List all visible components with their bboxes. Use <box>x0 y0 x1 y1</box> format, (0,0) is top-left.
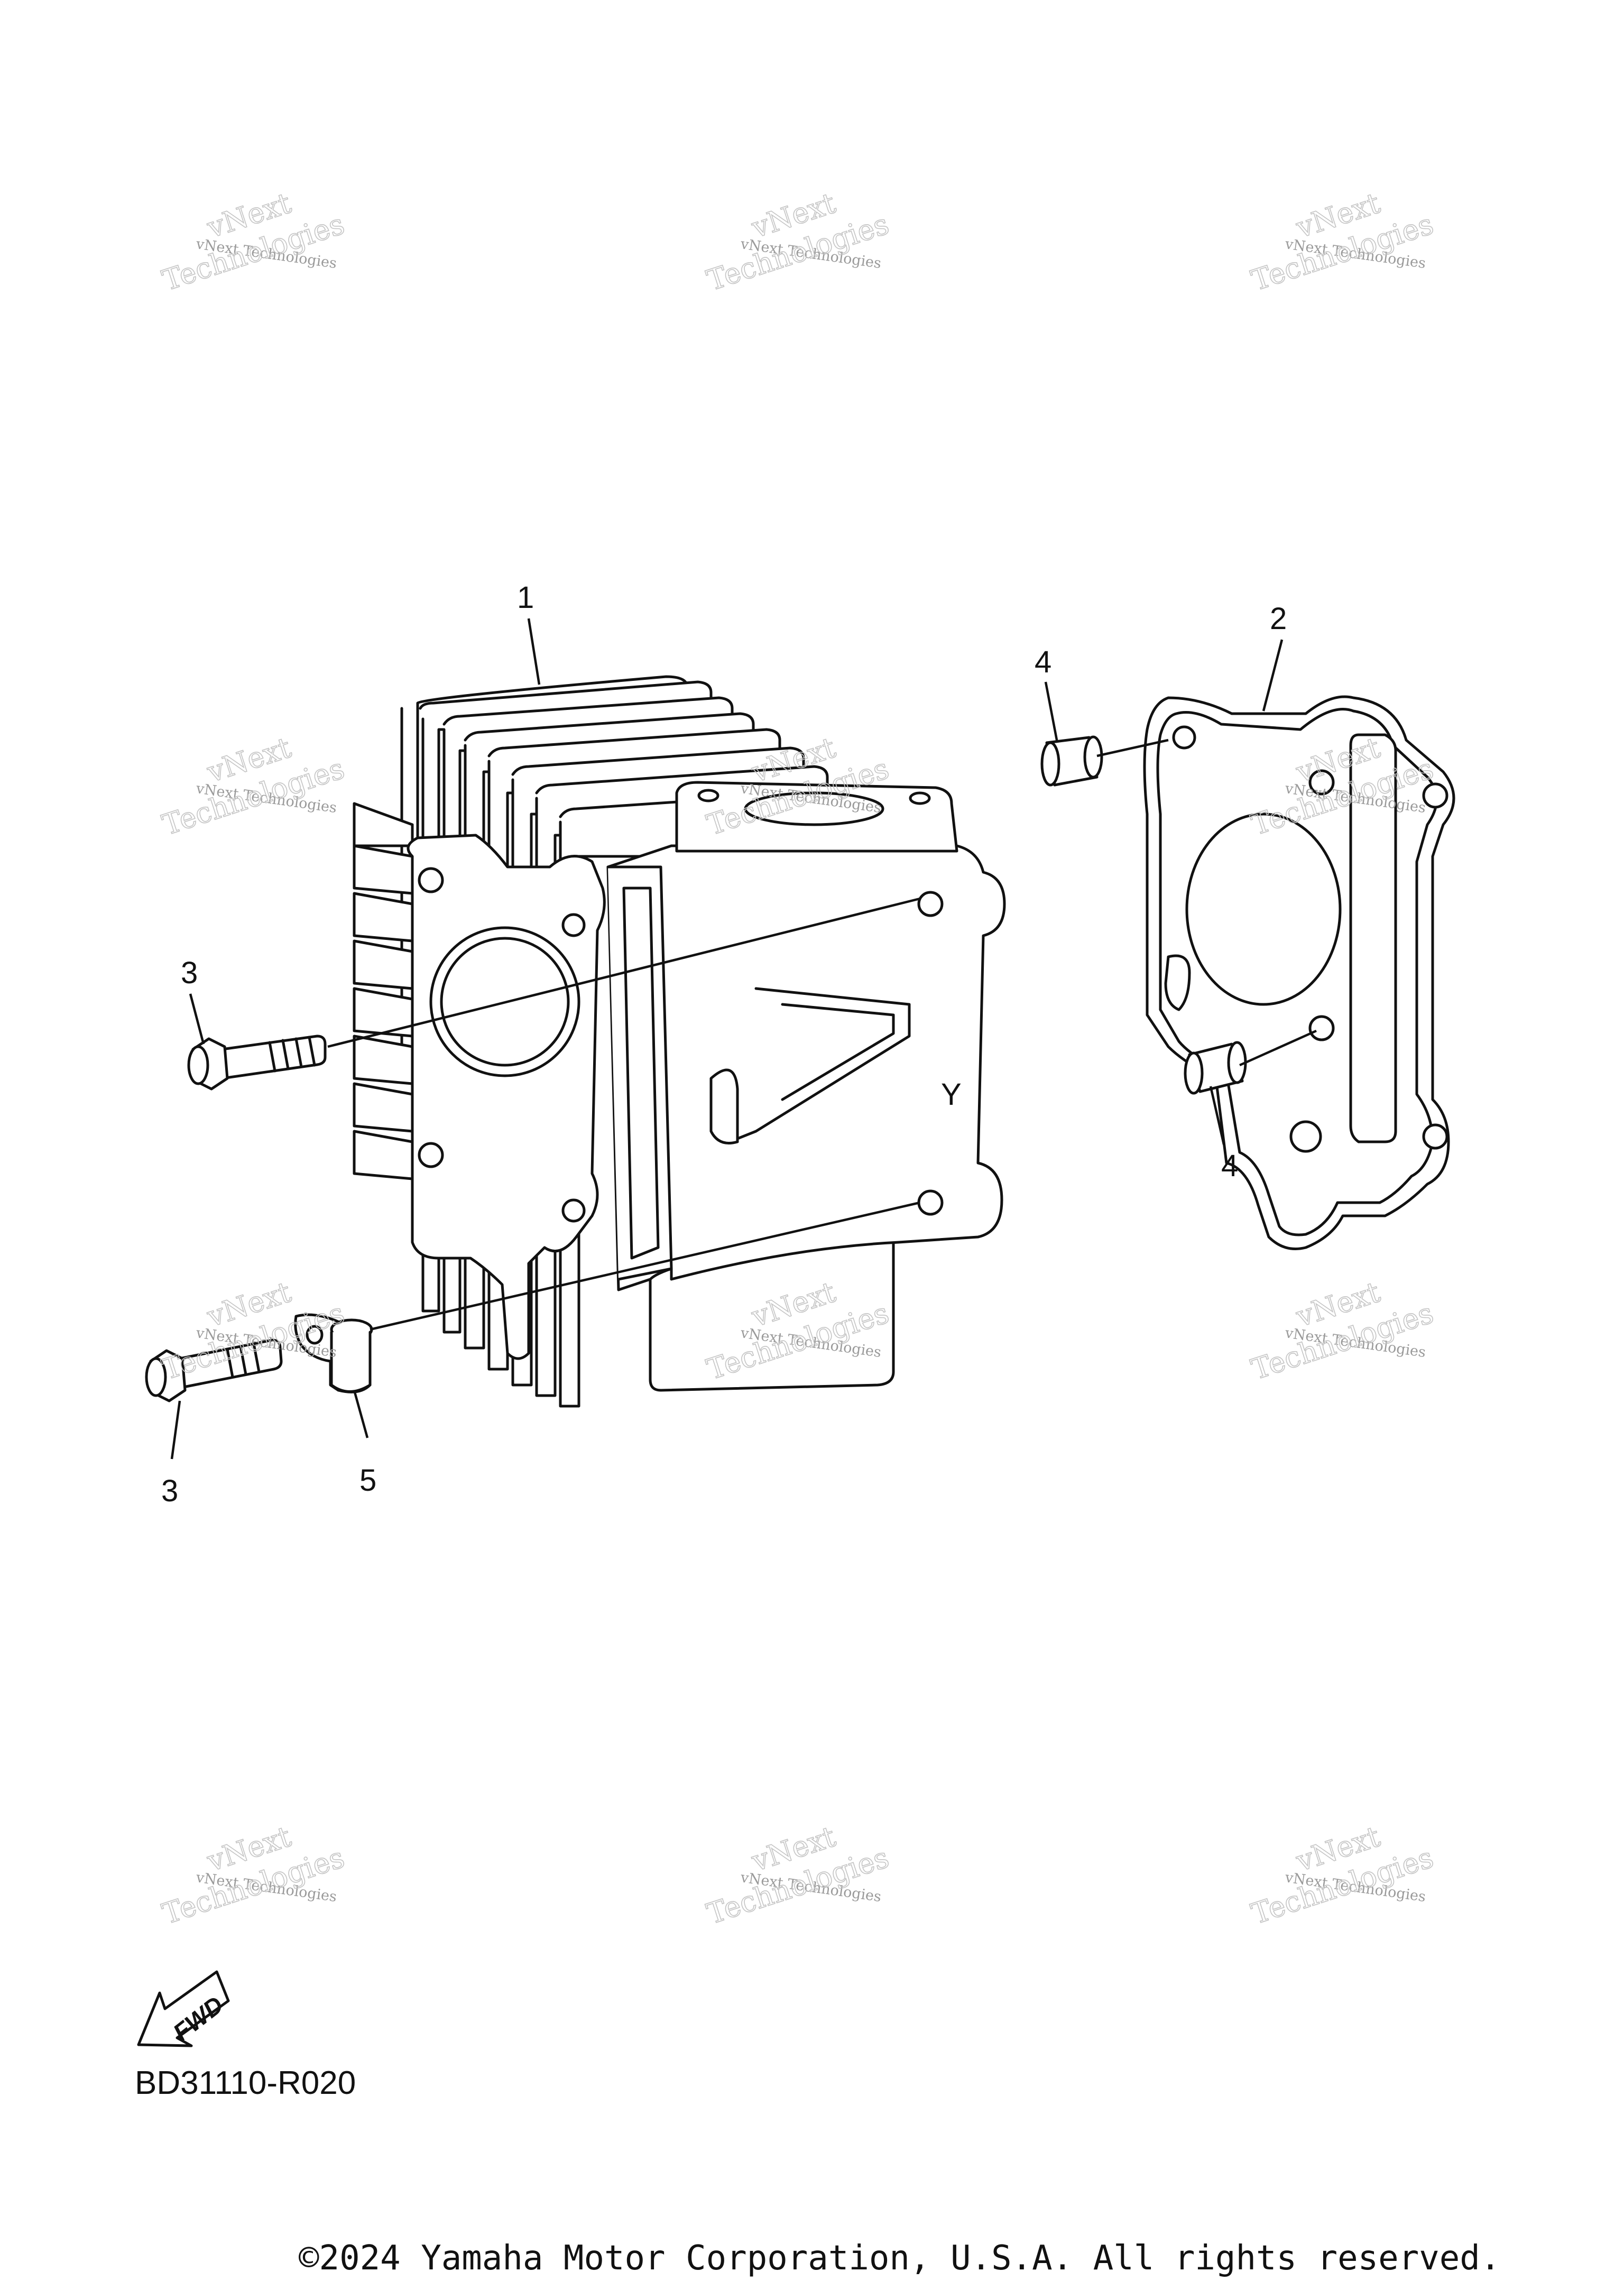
callout-4-upper: 4 <box>1035 645 1051 679</box>
clamp-part-5 <box>294 1313 373 1393</box>
callout-3-upper: 3 <box>181 956 198 990</box>
dowel-pin-lower <box>1184 1041 1247 1095</box>
gasket-part-2 <box>1143 695 1455 1250</box>
watermark: vNext vNext Technologies Technologies <box>158 1820 349 1932</box>
callout-1: 1 <box>517 580 534 615</box>
watermark: vNext vNext Technologies Technologies <box>1247 186 1438 298</box>
watermark: vNext vNext Technologies Technologies <box>158 186 349 298</box>
diagram-code: BD31110-R020 <box>135 2065 356 2101</box>
callout-leaders <box>170 618 1284 1460</box>
dowel-pin-upper <box>1040 735 1103 787</box>
watermark: vNext vNext Technologies Technologies <box>703 1820 893 1932</box>
bolt-upper <box>187 1035 327 1091</box>
alignment-lines <box>327 738 1317 1331</box>
watermark: vNext vNext Technologies Technologies <box>1247 1275 1438 1387</box>
callout-5: 5 <box>359 1463 376 1498</box>
watermark: vNext vNext Technologies Technologies <box>158 731 349 843</box>
watermark: vNext vNext Technologies Technologies <box>1247 1820 1438 1932</box>
callout-3-lower: 3 <box>161 1474 178 1508</box>
cylinder-part-1: Y <box>353 675 1006 1408</box>
cylinder-mark-text: Y <box>941 1077 962 1112</box>
callout-4-lower: 4 <box>1221 1149 1238 1183</box>
watermark: vNext vNext Technologies Technologies <box>703 186 893 298</box>
copyright-notice: ©2024 Yamaha Motor Corporation, U.S.A. A… <box>299 2239 1501 2278</box>
callout-2: 2 <box>1270 602 1287 636</box>
bolt-lower <box>145 1338 283 1402</box>
fwd-arrow-icon: FWD <box>137 1970 230 2047</box>
